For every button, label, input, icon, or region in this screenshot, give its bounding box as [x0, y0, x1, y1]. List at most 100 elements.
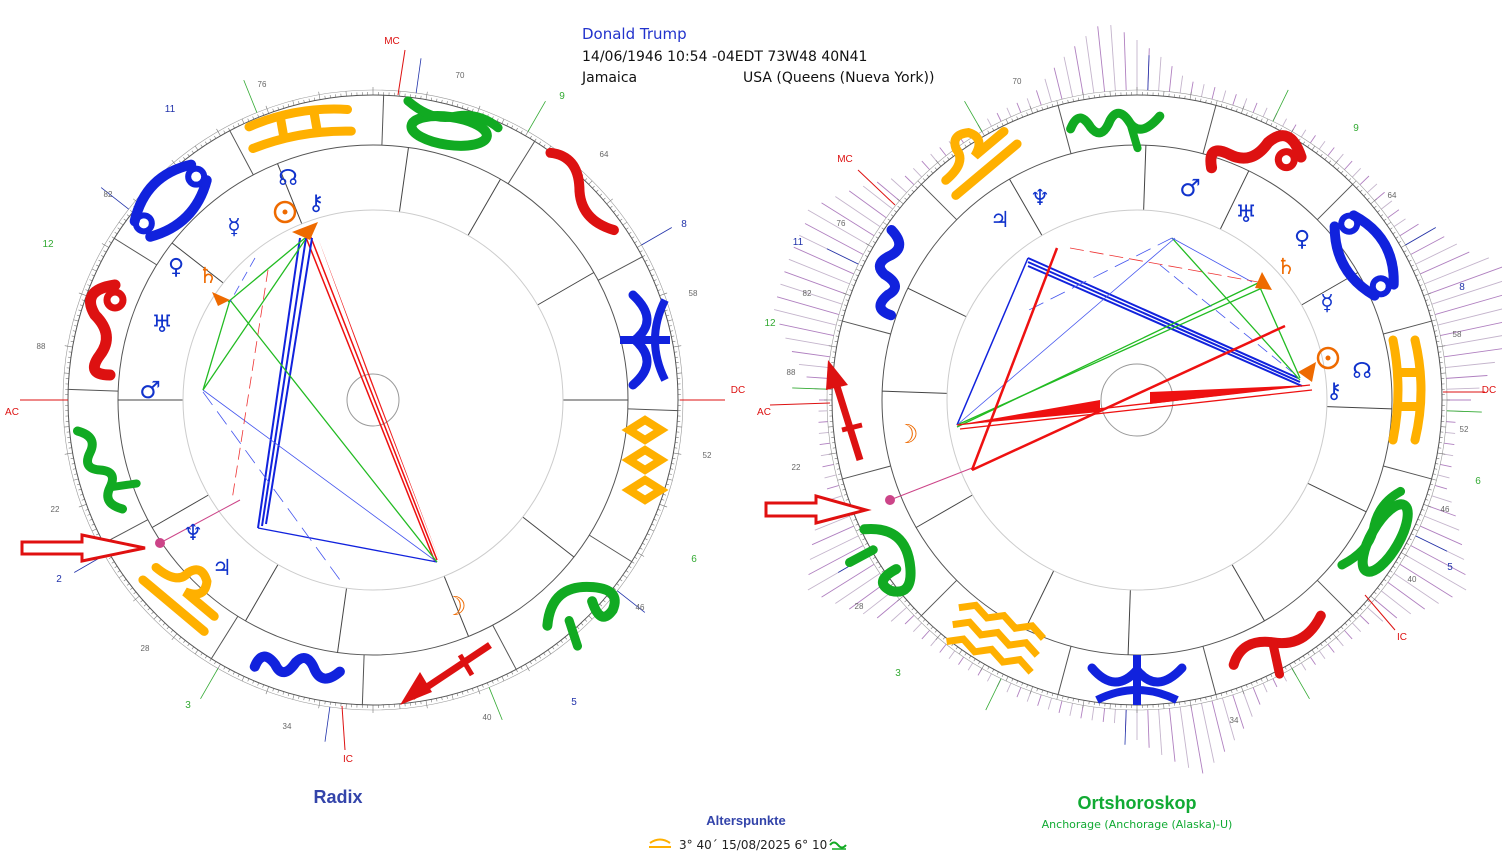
chart-line: [324, 706, 331, 742]
chart-line: [241, 676, 245, 682]
chart-line: [804, 223, 864, 255]
chart-line: [210, 615, 239, 659]
chart-line: [1352, 168, 1362, 178]
chart-line: [987, 673, 992, 682]
chart-line: [1352, 180, 1357, 185]
chart-line: [1307, 144, 1310, 148]
pisces-sign-icon: [1087, 655, 1187, 705]
left-house-numbers: 2 3 5 6 8 9 11 12: [42, 91, 697, 711]
chart-line: [921, 630, 930, 640]
chart-line: [862, 538, 866, 541]
chart-line: [477, 686, 481, 695]
chart-line: [599, 603, 603, 607]
chart-line: [967, 662, 974, 671]
chart-line: [1311, 145, 1316, 151]
chart-line: [622, 574, 628, 579]
chart-line: [639, 250, 643, 253]
chart-line: [627, 408, 678, 412]
right-sign-glyphs: [826, 108, 1426, 705]
taurus-sign-icon: [403, 96, 503, 151]
chart-line: [588, 615, 593, 620]
ic-label: IC: [343, 754, 353, 765]
chart-line: [1316, 183, 1354, 221]
chart-line: [381, 95, 385, 146]
chart-line: [819, 442, 831, 446]
chart-line: [867, 250, 871, 253]
chart-line: [451, 100, 454, 106]
right-angles: MC AC DC IC: [757, 154, 1496, 643]
chart-line: [1056, 100, 1059, 106]
chart-line: [1437, 474, 1450, 479]
chart-line: [1431, 280, 1502, 305]
chart-line: [1189, 91, 1192, 100]
chart-line: [1410, 545, 1466, 576]
chart-line: [824, 474, 837, 479]
chart-line: [103, 519, 149, 544]
chart-line: [1082, 700, 1085, 709]
chart-line: [639, 547, 643, 550]
chart-line: [443, 575, 469, 637]
chart-line: [1282, 118, 1287, 127]
chart-line: [1386, 574, 1392, 579]
sun-position-marker: [292, 222, 318, 240]
chart-line: [1236, 108, 1238, 112]
age-point-marker[interactable]: [885, 495, 895, 505]
chart-line: [1437, 308, 1502, 326]
chart-line: [837, 478, 843, 481]
chart-line: [1252, 687, 1261, 705]
chart-line: [100, 187, 129, 210]
chart-line: [920, 579, 958, 617]
chart-line: [842, 292, 851, 296]
chart-line: [1072, 98, 1074, 102]
chart-line: [520, 666, 523, 670]
chart-line: [538, 655, 542, 659]
chart-line: [1421, 289, 1425, 291]
chart-line: [644, 538, 648, 541]
chart-line: [1219, 170, 1250, 230]
house-number: 9: [559, 91, 565, 102]
chart-line: [1383, 465, 1432, 480]
chart-line: [1318, 140, 1326, 150]
chart-line: [935, 160, 942, 167]
chart-line: [91, 528, 97, 532]
chart-line: [1399, 563, 1453, 598]
chart-line: [1082, 91, 1085, 100]
mc-label: MC: [384, 36, 400, 47]
degree-label: 64: [600, 150, 609, 159]
chart-line: [501, 676, 505, 682]
uranus-icon: ♅: [1235, 200, 1257, 228]
chart-line: [1420, 251, 1470, 275]
chart-line: [1399, 223, 1419, 237]
chart-line: [1359, 607, 1363, 611]
chiron-icon: ⚷: [308, 191, 324, 216]
chart-line: [840, 483, 844, 486]
chart-line: [597, 256, 643, 281]
chart-line: [488, 687, 503, 721]
chart-line: [664, 309, 668, 312]
chart-line: [1374, 598, 1398, 619]
chart-line: [661, 499, 665, 501]
chart-line: [939, 147, 947, 156]
chart-line: [1225, 691, 1228, 695]
chart-line: [1431, 319, 1437, 322]
chart-line: [337, 588, 348, 653]
left-pointer-arrow: [20, 533, 146, 563]
scorpio-small-icon: [829, 841, 847, 850]
chart-line: [522, 516, 575, 558]
chart-line: [1359, 189, 1363, 193]
mercury-icon: ☿: [1320, 291, 1334, 316]
chart-line: [828, 452, 837, 455]
sun-icon: [1316, 346, 1340, 370]
degree-label: 22: [51, 505, 60, 514]
chart-line: [1395, 561, 1399, 564]
chart-line: [617, 590, 646, 613]
degree-label: 70: [1013, 77, 1022, 86]
chart-line: [1408, 538, 1412, 541]
age-point-marker[interactable]: [155, 538, 165, 548]
chart-line: [673, 452, 682, 455]
chart-line: [1035, 90, 1042, 106]
chart-line: [1352, 622, 1362, 632]
chart-line: [1363, 603, 1367, 607]
chart-line: [667, 319, 673, 322]
